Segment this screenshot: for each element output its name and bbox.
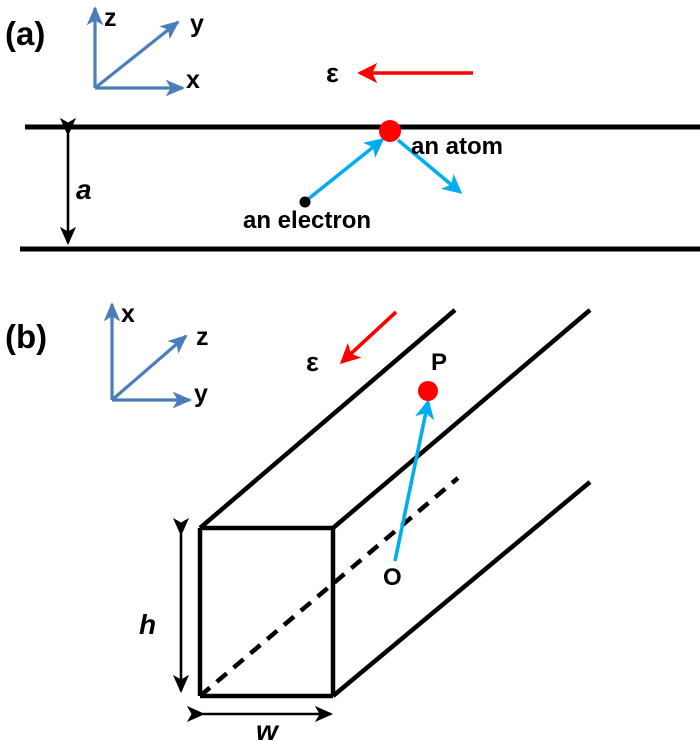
panel-a-outgoing-trajectory xyxy=(396,138,463,194)
panel-a-axis-z-label: z xyxy=(104,4,117,32)
edge-top-left-receding xyxy=(198,308,457,530)
waveguide-receding-edges xyxy=(198,308,592,698)
panel-b-axis-y-label: y xyxy=(194,380,208,408)
edge-top-right-receding xyxy=(331,308,592,530)
atom-marker xyxy=(379,120,401,142)
panel-a-gap-label: a xyxy=(76,174,92,205)
panel-a-axis-y-arrow xyxy=(94,20,180,90)
electron-label: an electron xyxy=(243,207,371,234)
edge-bottom-right-receding xyxy=(331,480,592,698)
panel-b-field-label: ε xyxy=(306,347,319,377)
point-p-marker xyxy=(418,381,438,401)
op-trajectory-arrow xyxy=(393,399,435,562)
height-dimension-label: h xyxy=(139,609,156,640)
atom-label: an atom xyxy=(411,133,503,160)
panel-b-label: (b) xyxy=(5,318,47,355)
panel-a-incoming-trajectory xyxy=(305,138,385,202)
waveguide-width-dimension: w xyxy=(186,705,334,741)
panel-b-field-arrow xyxy=(339,310,398,364)
point-p-label: P xyxy=(431,349,447,376)
panel-a-gap-dimension: a xyxy=(59,117,92,246)
panel-a-axis-y-label: y xyxy=(190,10,204,38)
origin-point-label: O xyxy=(383,564,402,591)
panel-a-field: ε xyxy=(326,58,473,88)
panel-a-field-label: ε xyxy=(326,58,339,88)
width-dimension-label: w xyxy=(256,715,280,741)
panel-a: (a) z y x ε a xyxy=(5,4,700,252)
panel-b-axis-triad: x z y xyxy=(103,300,209,409)
electron-marker xyxy=(299,196,311,208)
panel-b-axis-x-label: x xyxy=(121,300,135,328)
panel-a-axis-x-label: x xyxy=(186,66,200,94)
panel-b: (b) x z y ε xyxy=(5,300,592,741)
panel-b-field: ε xyxy=(306,310,398,377)
panel-b-axis-z-label: z xyxy=(196,323,209,351)
edge-bottom-left-hidden-dashed xyxy=(198,476,460,698)
waveguide-front-face xyxy=(197,525,336,699)
waveguide-height-dimension: h xyxy=(139,517,190,694)
panel-a-axis-triad: z y x xyxy=(86,4,204,97)
panel-a-label: (a) xyxy=(5,15,45,52)
panel-b-axis-z-arrow xyxy=(110,334,188,402)
